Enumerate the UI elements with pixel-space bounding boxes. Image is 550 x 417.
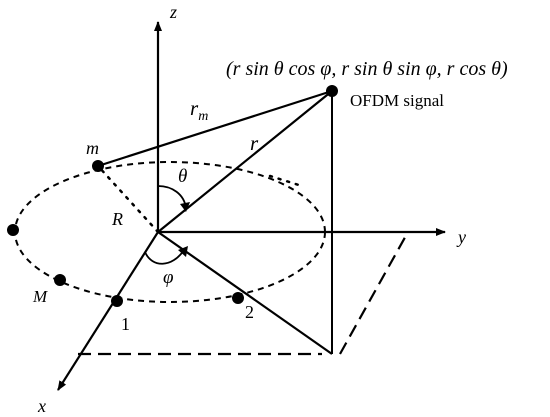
x-axis (57, 231, 159, 391)
phi-label: φ (163, 267, 174, 288)
radius-label: R (111, 209, 123, 229)
rm-line (97, 89, 333, 168)
x-axis-label: x (37, 396, 46, 416)
theta-label: θ (178, 166, 187, 187)
y-axis-label: y (456, 227, 466, 247)
element-M-label: M (32, 287, 48, 306)
signal-name: OFDM signal (350, 91, 444, 110)
r-label: r (250, 131, 259, 155)
z-axis-label: z (169, 2, 177, 22)
element-m-label: m (86, 138, 99, 158)
signal-coordinates: (r sin θ cos φ, r sin θ sin φ, r cos θ) (226, 58, 508, 80)
radius-r-dotted (96, 164, 160, 234)
element-left-dot (7, 224, 19, 236)
dotted-ellipsis (268, 174, 304, 188)
element-1-dot (111, 295, 123, 307)
phi-arrowhead (178, 246, 188, 257)
ground-projection (157, 231, 333, 355)
element-2-dot (232, 292, 244, 304)
projection-right-edge (339, 231, 409, 355)
element-m-dot (92, 160, 104, 172)
element-1-label: 1 (121, 314, 130, 334)
rm-subscript: m (198, 109, 208, 124)
element-M-dot (54, 274, 66, 286)
element-2-label: 2 (245, 302, 254, 322)
signal-point-dot (326, 85, 338, 97)
theta-arrowhead (180, 202, 190, 212)
phi-arc (144, 249, 185, 265)
rm-label: rm (190, 96, 208, 124)
